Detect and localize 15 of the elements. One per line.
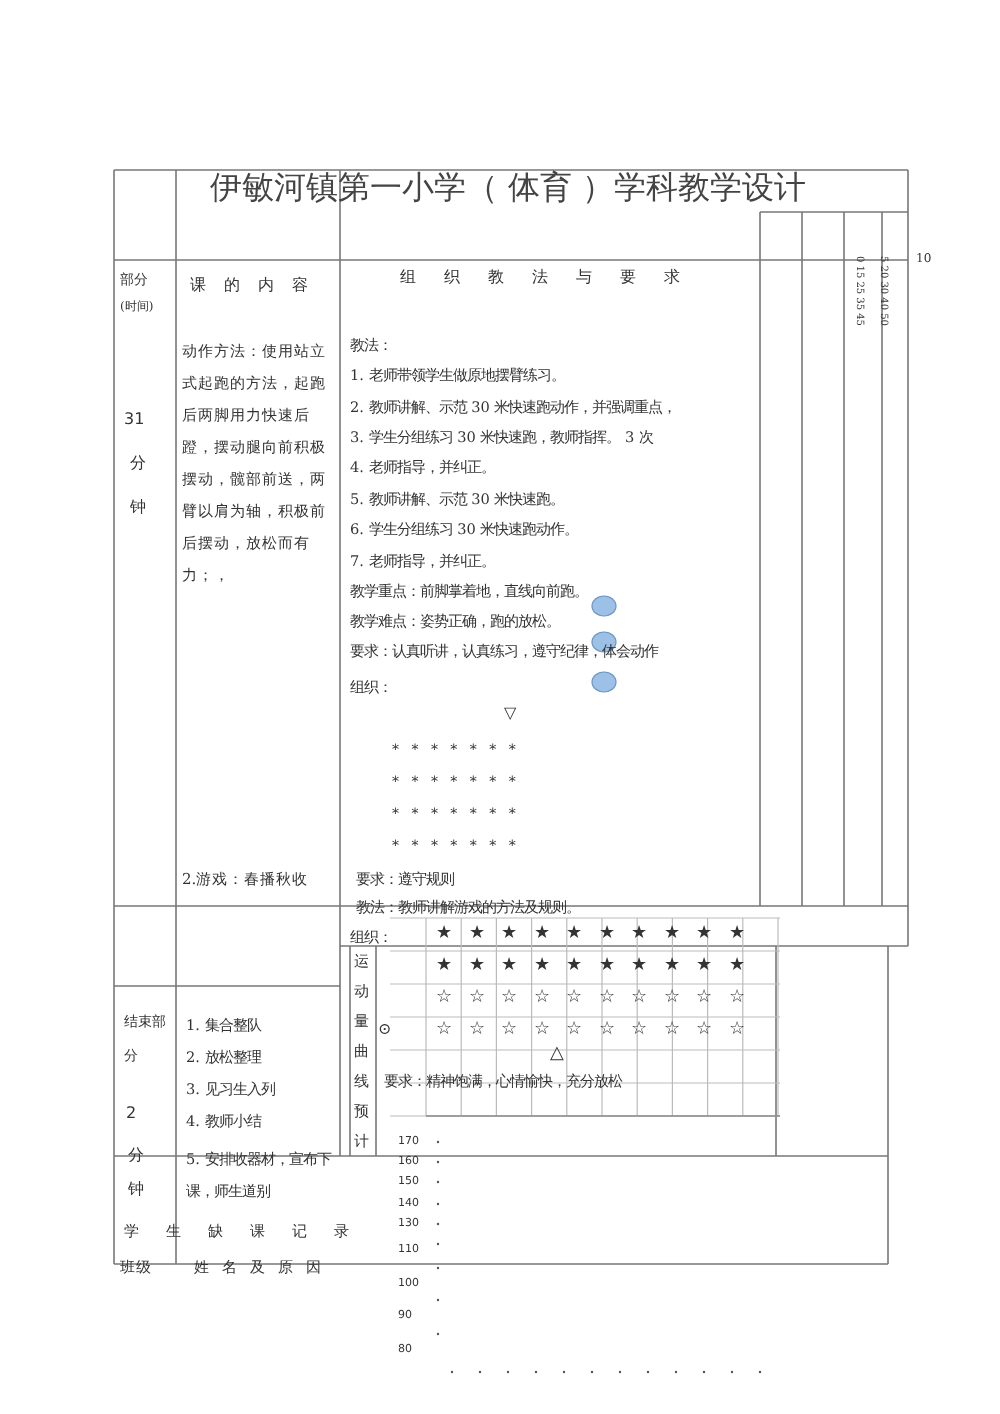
time-number: 31: [124, 410, 145, 431]
time-unit: 分: [128, 1146, 144, 1167]
center-mark: ⊙: [378, 1020, 392, 1041]
teacher-mark: △: [550, 1044, 564, 1068]
star-row: ★ ★ ★ ★ ★ ★ ★ ★ ★ ★: [436, 956, 745, 980]
time-unit: 钟: [130, 498, 146, 519]
star-row: ☆ ☆ ☆ ☆ ☆ ☆ ☆ ☆ ☆ ☆: [436, 1020, 745, 1044]
star-row: ★ ★ ★ ★ ★ ★ ★ ★ ★ ★: [436, 924, 745, 948]
column-header: 课的内容: [190, 276, 326, 297]
star-row: ☆ ☆ ☆ ☆ ☆ ☆ ☆ ☆ ☆ ☆: [436, 988, 745, 1012]
column-header: 组织教法与要求: [400, 268, 708, 289]
teacher-mark: ▽: [504, 704, 517, 725]
time-unit: 分: [130, 454, 146, 475]
time-number: 2: [126, 1104, 137, 1125]
time-unit: 钟: [128, 1180, 144, 1201]
